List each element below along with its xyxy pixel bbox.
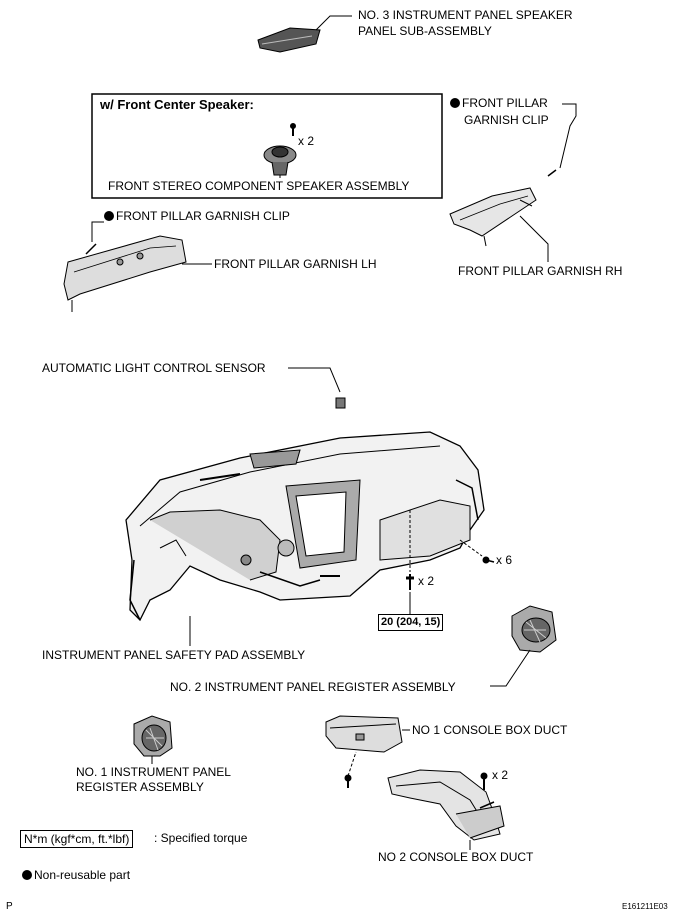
label-pillar-clip-rh-line1: FRONT PILLAR [450, 96, 548, 111]
leader-screw-duct-1 [347, 751, 357, 777]
footer-figure-id: E161211E03 [622, 902, 668, 911]
nonreusable-dot-icon [450, 98, 460, 108]
bolt-x2-center [406, 574, 414, 590]
leader-clip-lh [91, 221, 104, 242]
legend-torque-text: : Specified torque [154, 831, 248, 845]
pillar-garnish-lh-part [63, 235, 187, 312]
footer-left: P [6, 901, 13, 912]
label-box-part: FRONT STEREO COMPONENT SPEAKER ASSEMBLY [108, 179, 410, 193]
nonreusable-dot-icon [104, 211, 114, 221]
leader-light-sensor [288, 367, 341, 393]
light-sensor-part [335, 397, 346, 409]
label-pillar-clip-lh: FRONT PILLAR GARNISH CLIP [104, 209, 290, 224]
register-no2-part [511, 605, 557, 653]
legend-nonreusable-text: Non-reusable part [34, 868, 131, 882]
nonreusable-dot-icon [22, 870, 32, 880]
label-safety-pad: INSTRUMENT PANEL SAFETY PAD ASSEMBLY [42, 648, 306, 662]
label-light-sensor: AUTOMATIC LIGHT CONTROL SENSOR [42, 361, 266, 375]
leader-garnish-rh [519, 215, 549, 262]
label-qty-x2-center: x 2 [418, 574, 435, 588]
console-duct-2-part [387, 769, 505, 841]
torque-spec-box: 20 (204, 15) [378, 614, 444, 631]
label-pillar-clip-rh-line2: GARNISH CLIP [464, 113, 549, 127]
center-speaker-part [263, 123, 297, 176]
label-speaker-panel-line2: PANEL SUB-ASSEMBLY [358, 24, 492, 38]
label-qty-x6: x 6 [496, 553, 513, 567]
label-box-qty: x 2 [298, 134, 315, 148]
speaker-panel-part [257, 27, 321, 53]
front-center-speaker-box [91, 93, 443, 199]
label-box-title: w/ Front Center Speaker: [100, 97, 254, 112]
label-pillar-clip-lh-text: FRONT PILLAR GARNISH CLIP [116, 209, 290, 223]
label-console-duct-1: NO 1 CONSOLE BOX DUCT [412, 723, 568, 737]
pillar-garnish-rh-part [449, 169, 557, 247]
label-qty-x2-duct: x 2 [492, 768, 509, 782]
leader-dashed-right [459, 539, 483, 557]
safety-pad-part [125, 431, 485, 622]
leader-speaker-panel [315, 15, 352, 31]
leader-clip-rh [559, 103, 577, 169]
label-speaker-panel-line1: NO. 3 INSTRUMENT PANEL SPEAKER [358, 8, 573, 22]
label-pillar-clip-rh-text: FRONT PILLAR [462, 96, 548, 110]
label-register-no1-line2: REGISTER ASSEMBLY [76, 780, 204, 794]
bolt-x6 [482, 556, 495, 564]
console-duct-1-part [325, 715, 403, 753]
legend-nonreusable: Non-reusable part [22, 868, 130, 883]
screw-duct-1 [344, 774, 352, 788]
register-no1-part [133, 715, 173, 757]
label-register-no1-line1: NO. 1 INSTRUMENT PANEL [76, 765, 231, 779]
label-pillar-garnish-lh: FRONT PILLAR GARNISH LH [214, 257, 377, 271]
label-console-duct-2: NO 2 CONSOLE BOX DUCT [378, 850, 534, 864]
label-pillar-garnish-rh: FRONT PILLAR GARNISH RH [458, 264, 623, 278]
legend-torque-box: N*m (kgf*cm, ft.*lbf) [20, 830, 134, 848]
label-register-no2: NO. 2 INSTRUMENT PANEL REGISTER ASSEMBLY [170, 680, 456, 694]
leader-register-no2 [490, 649, 531, 687]
